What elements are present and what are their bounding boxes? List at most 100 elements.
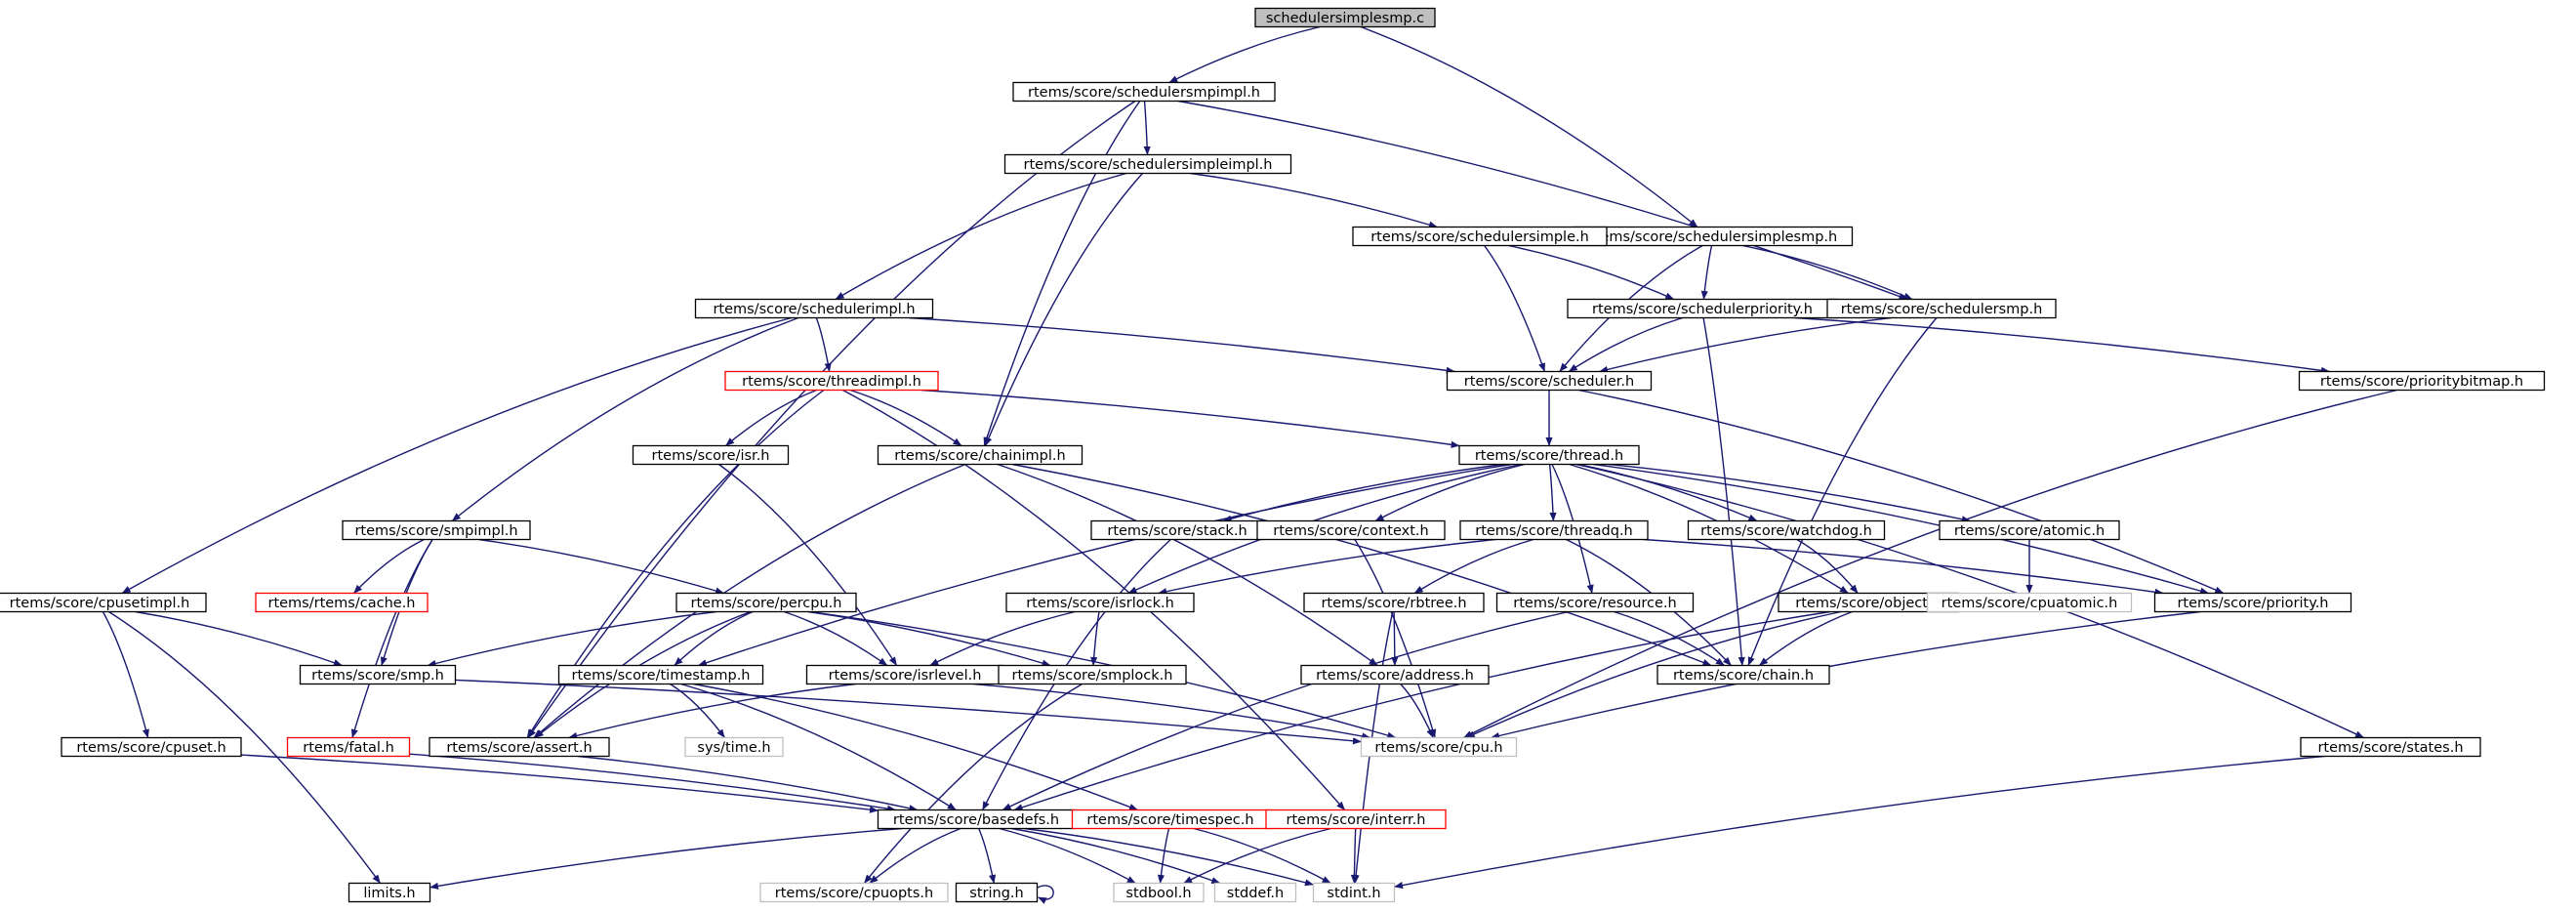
node-box xyxy=(684,736,784,758)
node-label: rtems/score/object.h xyxy=(1795,596,1941,611)
node-timestamp[interactable]: rtems/score/timestamp.h xyxy=(557,664,764,685)
node-schedulersimpleimpl[interactable]: rtems/score/schedulersimpleimpl.h xyxy=(1003,153,1292,175)
node-address[interactable]: rtems/score/address.h xyxy=(1300,664,1490,685)
edge-percpu-to-cpu xyxy=(809,610,1397,739)
node-box xyxy=(1446,370,1653,392)
node-rbtree[interactable]: rtems/score/rbtree.h xyxy=(1303,592,1485,613)
node-box xyxy=(1312,882,1396,903)
node-thread[interactable]: rtems/score/thread.h xyxy=(1458,444,1640,466)
node-box xyxy=(759,882,949,903)
node-prioritybitmap[interactable]: rtems/score/prioritybitmap.h xyxy=(2298,370,2546,392)
node-label: rtems/score/resource.h xyxy=(1513,596,1677,611)
node-isrlock[interactable]: rtems/score/isrlock.h xyxy=(1005,592,1195,613)
node-interr[interactable]: rtems/score/interr.h xyxy=(1265,808,1447,830)
edge-schedulersimple-to-scheduler xyxy=(1484,245,1546,372)
edge-smp-to-cpu xyxy=(455,679,1362,745)
node-schedulersimple[interactable]: rtems/score/schedulersimple.h xyxy=(1352,226,1608,247)
node-smp[interactable]: rtems/score/smp.h xyxy=(299,664,457,685)
node-percpu[interactable]: rtems/score/percpu.h xyxy=(675,592,857,613)
node-threadq[interactable]: rtems/score/threadq.h xyxy=(1459,519,1649,541)
node-box xyxy=(1113,882,1205,903)
node-object[interactable]: rtems/score/object.h xyxy=(1778,592,1959,613)
node-chainimpl[interactable]: rtems/score/chainimpl.h xyxy=(877,444,1084,466)
edge-basedefs-to-stdint xyxy=(1023,827,1314,887)
node-schedulerpriority[interactable]: rtems/score/schedulerpriority.h xyxy=(1567,298,1838,319)
node-label: rtems/score/schedulersmp.h xyxy=(1841,302,2043,317)
node-fatal[interactable]: rtems/fatal.h xyxy=(286,736,411,758)
node-box xyxy=(429,736,610,758)
node-box xyxy=(286,736,411,758)
node-schedulerimpl[interactable]: rtems/score/schedulerimpl.h xyxy=(694,298,934,319)
node-label: rtems/score/scheduler.h xyxy=(1464,374,1634,390)
node-box xyxy=(1265,808,1447,830)
node-box xyxy=(1003,153,1292,175)
edge-schedulersimplesmp-to-scheduler xyxy=(1559,244,1703,372)
edge-assert-to-basedefs xyxy=(578,755,919,812)
node-label: rtems/score/cpu.h xyxy=(1374,740,1502,756)
edge-schedulerimpl-to-smpimpl xyxy=(451,316,799,522)
node-schedulersmp[interactable]: rtems/score/schedulersmp.h xyxy=(1826,298,2057,319)
node-priority[interactable]: rtems/score/priority.h xyxy=(2153,592,2352,613)
edge-threadimpl-to-chainimpl xyxy=(849,389,962,447)
node-watchdog[interactable]: rtems/score/watchdog.h xyxy=(1687,519,1886,541)
node-box xyxy=(1256,519,1446,541)
edge-basedefs-to-limits xyxy=(429,827,902,890)
edge-watchdog-to-object xyxy=(1796,538,1859,594)
node-label: rtems/score/chain.h xyxy=(1673,668,1814,684)
node-box xyxy=(557,664,764,685)
node-box xyxy=(694,298,934,319)
node-isrlevel[interactable]: rtems/score/isrlevel.h xyxy=(805,664,1004,685)
edge-threadq-to-isrlock xyxy=(1158,538,1496,596)
node-resource[interactable]: rtems/score/resource.h xyxy=(1495,592,1695,613)
node-box xyxy=(675,592,857,613)
node-cache[interactable]: rtems/rtems/cache.h xyxy=(255,592,429,613)
node-label: schedulersimplesmp.c xyxy=(1266,11,1424,26)
dependency-edges xyxy=(102,25,2397,904)
node-label: rtems/score/schedulerpriority.h xyxy=(1592,302,1813,317)
node-limits[interactable]: limits.h xyxy=(348,882,431,903)
node-box xyxy=(1656,664,1830,685)
node-isr[interactable]: rtems/score/isr.h xyxy=(632,444,790,466)
edge-rbtree-to-stdint xyxy=(1352,611,1394,884)
node-root[interactable]: schedulersimplesmp.c xyxy=(1254,7,1436,28)
edge-smpimpl-to-fatal xyxy=(350,539,433,738)
node-label: rtems/score/percpu.h xyxy=(691,596,842,611)
edge-thread-to-object xyxy=(1569,463,1849,595)
node-label: rtems/score/cpuopts.h xyxy=(775,886,933,901)
edge-schedulersimpleimpl-to-schedulersimple xyxy=(1190,172,1438,228)
node-chain[interactable]: rtems/score/chain.h xyxy=(1656,664,1830,685)
node-label: stddef.h xyxy=(1227,886,1284,901)
node-string[interactable]: string.h xyxy=(955,882,1039,903)
edge-percpu-to-assert xyxy=(534,610,752,739)
node-label: sys/time.h xyxy=(697,740,770,756)
node-basedefs[interactable]: rtems/score/basedefs.h xyxy=(877,808,1076,830)
node-smpimpl[interactable]: rtems/score/smpimpl.h xyxy=(342,519,531,541)
node-atomic[interactable]: rtems/score/atomic.h xyxy=(1939,519,2120,541)
node-cpuset[interactable]: rtems/score/cpuset.h xyxy=(61,736,242,758)
node-label: limits.h xyxy=(363,886,415,901)
node-label: string.h xyxy=(969,886,1023,901)
node-states[interactable]: rtems/score/states.h xyxy=(2300,736,2481,758)
node-box xyxy=(632,444,790,466)
node-box xyxy=(1495,592,1695,613)
node-stack[interactable]: rtems/score/stack.h xyxy=(1090,519,1264,541)
edge-schedulersimplesmp-to-schedulerpriority xyxy=(1700,245,1713,300)
node-threadimpl[interactable]: rtems/score/threadimpl.h xyxy=(724,370,939,392)
node-context[interactable]: rtems/score/context.h xyxy=(1256,519,1446,541)
node-cpusetimpl[interactable]: rtems/score/cpusetimpl.h xyxy=(0,592,207,613)
node-schedulersmpimpl[interactable]: rtems/score/schedulersmpimpl.h xyxy=(1012,81,1276,103)
node-box xyxy=(2300,736,2481,758)
node-label: rtems/score/interr.h xyxy=(1287,812,1426,828)
node-box xyxy=(0,592,207,613)
node-timespec[interactable]: rtems/score/timespec.h xyxy=(1071,808,1270,830)
edge-schedulersmpimpl-to-schedulersimpleimpl xyxy=(1143,101,1151,155)
node-smplock[interactable]: rtems/score/smplock.h xyxy=(998,664,1187,685)
node-assert[interactable]: rtems/score/assert.h xyxy=(429,736,610,758)
node-label: rtems/score/atomic.h xyxy=(1954,523,2105,539)
node-label: rtems/score/schedulerimpl.h xyxy=(713,302,915,317)
node-box xyxy=(1360,736,1518,758)
node-scheduler[interactable]: rtems/score/scheduler.h xyxy=(1446,370,1653,392)
node-schedulersimplesmp[interactable]: rtems/score/schedulersimplesmp.h xyxy=(1573,226,1854,247)
edge-schedulersmp-to-chain xyxy=(1747,317,1938,666)
edge-smpimpl-to-cache xyxy=(352,538,425,594)
